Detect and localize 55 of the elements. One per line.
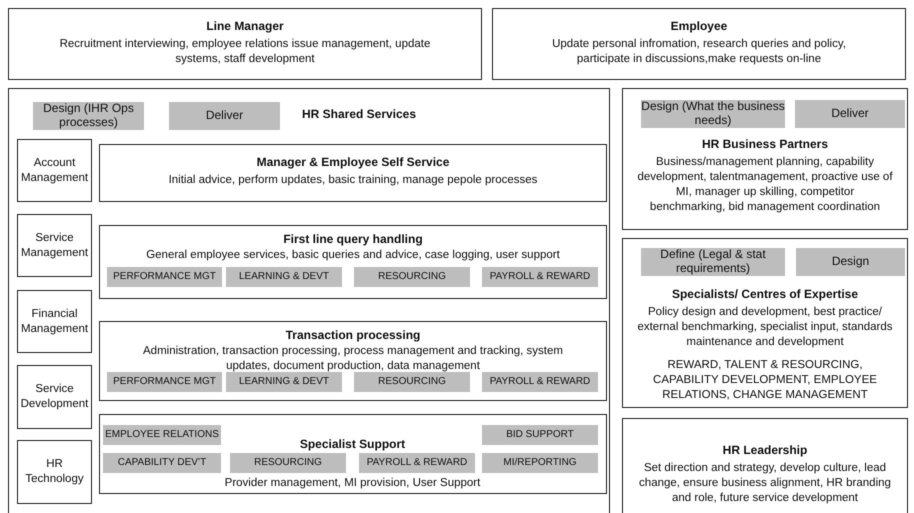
section-panel	[8, 88, 610, 513]
function-chip: PERFORMANCE MGT	[107, 372, 222, 392]
function-box: Service Development	[17, 365, 92, 429]
section-heading: HR Shared Services	[300, 107, 418, 121]
function-chip: PAYROLL & REWARD	[482, 267, 598, 287]
section-heading: Line Manager	[206, 19, 284, 33]
description-text: General employee services, basic queries and advice, case logging, user support	[146, 248, 560, 263]
function-chip: RESOURCING	[354, 267, 470, 287]
description-text: REWARD, TALENT & RESOURCING, CAPABILITY DEVELOPMENT, EMPLOYEE RELATIONS, CHANGE MANAGEMENT	[652, 358, 878, 403]
function-chip: Define (Legal & stat requirements)	[641, 248, 785, 276]
function-chip: Design (IHR Ops processes)	[33, 102, 144, 130]
section-panel	[99, 414, 607, 494]
description-text: Policy design and development, best practice/ external benchmarking, specialist input, standards maintenance and development	[637, 305, 893, 350]
section-panel	[8, 8, 482, 80]
description-text: Set direction and strategy, develop culture, lead change, ensure business alignment, HR branding and role, future service development	[638, 461, 892, 506]
function-box: Account Management	[17, 139, 92, 202]
section-heading: HR Business Partners	[702, 137, 828, 151]
function-chip: LEARNING & DEVT	[226, 267, 342, 287]
function-box: Financial Management	[17, 290, 92, 353]
function-chip: Design	[796, 248, 905, 276]
description-text: Business/management planning, capability development, talentmanagement, proactive use of MI, manager up skilling, competitor benchmarking, bid management coordination	[637, 155, 893, 215]
section-panel	[99, 144, 607, 202]
function-chip: EMPLOYEE RELATIONS	[103, 425, 221, 445]
function-chip: MI/REPORTING	[482, 453, 598, 473]
function-chip: RESOURCING	[354, 372, 470, 392]
section-heading: Manager & Employee Self Service	[256, 155, 450, 169]
description-text: Administration, transaction processing, process management and tracking, system updates, document production, data management	[142, 344, 564, 374]
function-chip: Deliver	[169, 102, 280, 130]
description-text: Recruitment interviewing, employee relations issue management, update systems, staff development	[58, 37, 432, 67]
section-heading: HR Leadership	[722, 443, 808, 457]
function-chip: BID SUPPORT	[482, 425, 598, 445]
section-heading: First line query handling	[283, 232, 423, 246]
section-panel	[622, 88, 908, 230]
function-chip: Design (What the business needs)	[641, 100, 785, 128]
description-text: Update personal infromation, research queries and policy, participate in discussions,make requests on-line	[551, 37, 847, 67]
section-panel	[622, 418, 908, 513]
section-panel	[99, 321, 607, 401]
function-box: Service Management	[17, 214, 92, 277]
section-heading: Transaction processing	[286, 328, 420, 342]
section-panel	[492, 8, 906, 80]
function-chip: PAYROLL & REWARD	[482, 372, 598, 392]
section-panel	[622, 238, 908, 408]
section-heading: Employee	[670, 19, 728, 33]
section-panel	[99, 225, 607, 299]
function-chip: CAPABILITY DEV’T	[103, 453, 221, 473]
section-heading: Specialist Support	[298, 437, 406, 451]
description-text: Provider management, MI provision, User Support	[224, 476, 482, 491]
function-box: HR Technology	[17, 440, 92, 504]
function-chip: Deliver	[795, 100, 905, 128]
function-chip: PAYROLL & REWARD	[359, 453, 475, 473]
description-text: Initial advice, perform updates, basic training, manage pepole processes	[168, 173, 538, 188]
section-heading: Specialists/ Centres of Expertise	[672, 287, 858, 301]
function-chip: LEARNING & DEVT	[226, 372, 342, 392]
function-chip: RESOURCING	[230, 453, 346, 473]
function-chip: PERFORMANCE MGT	[107, 267, 222, 287]
